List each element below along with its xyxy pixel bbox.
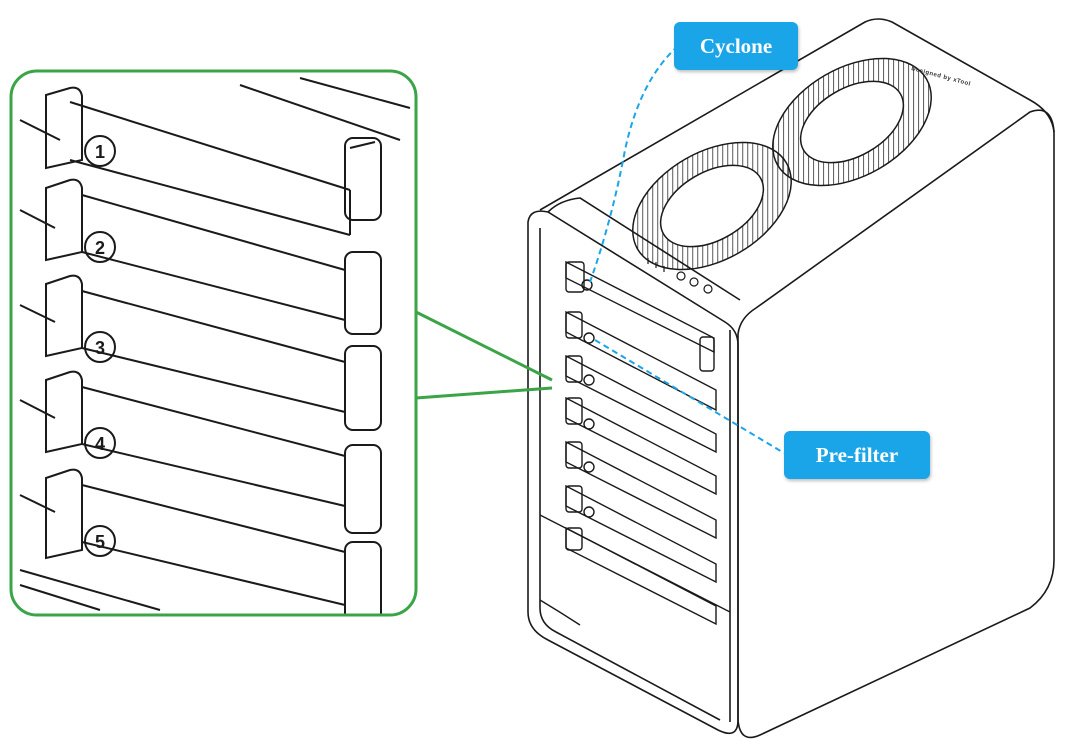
zoom-inset: 1 2 3 4 5 — [9, 69, 418, 617]
fan-right — [772, 57, 932, 187]
drawer-number-2: 2 — [95, 238, 105, 258]
drawer-number-5: 5 — [95, 532, 105, 552]
zoom-connector — [415, 310, 553, 400]
leader-lines — [589, 45, 785, 454]
control-panel — [647, 258, 713, 294]
drawer-number-1: 1 — [95, 142, 105, 162]
device-body — [527, 18, 1055, 739]
prefilter-callout: Pre-filter — [784, 431, 930, 479]
cyclone-callout: Cyclone — [674, 22, 798, 70]
zoom-drawer-4 — [45, 370, 382, 534]
prefilter-leader — [594, 339, 785, 454]
zoom-drawer-2 — [45, 178, 382, 335]
zoom-drawer-1 — [45, 86, 382, 236]
drawer-number-3: 3 — [95, 338, 105, 358]
cyclone-leader — [589, 45, 679, 283]
zoom-frame — [9, 69, 418, 617]
fan-left — [632, 141, 792, 271]
zoom-drawer-3 — [45, 274, 382, 431]
front-drawers — [539, 260, 731, 626]
zoom-drawer-5 — [45, 468, 382, 615]
drawer-number-4: 4 — [95, 434, 105, 454]
